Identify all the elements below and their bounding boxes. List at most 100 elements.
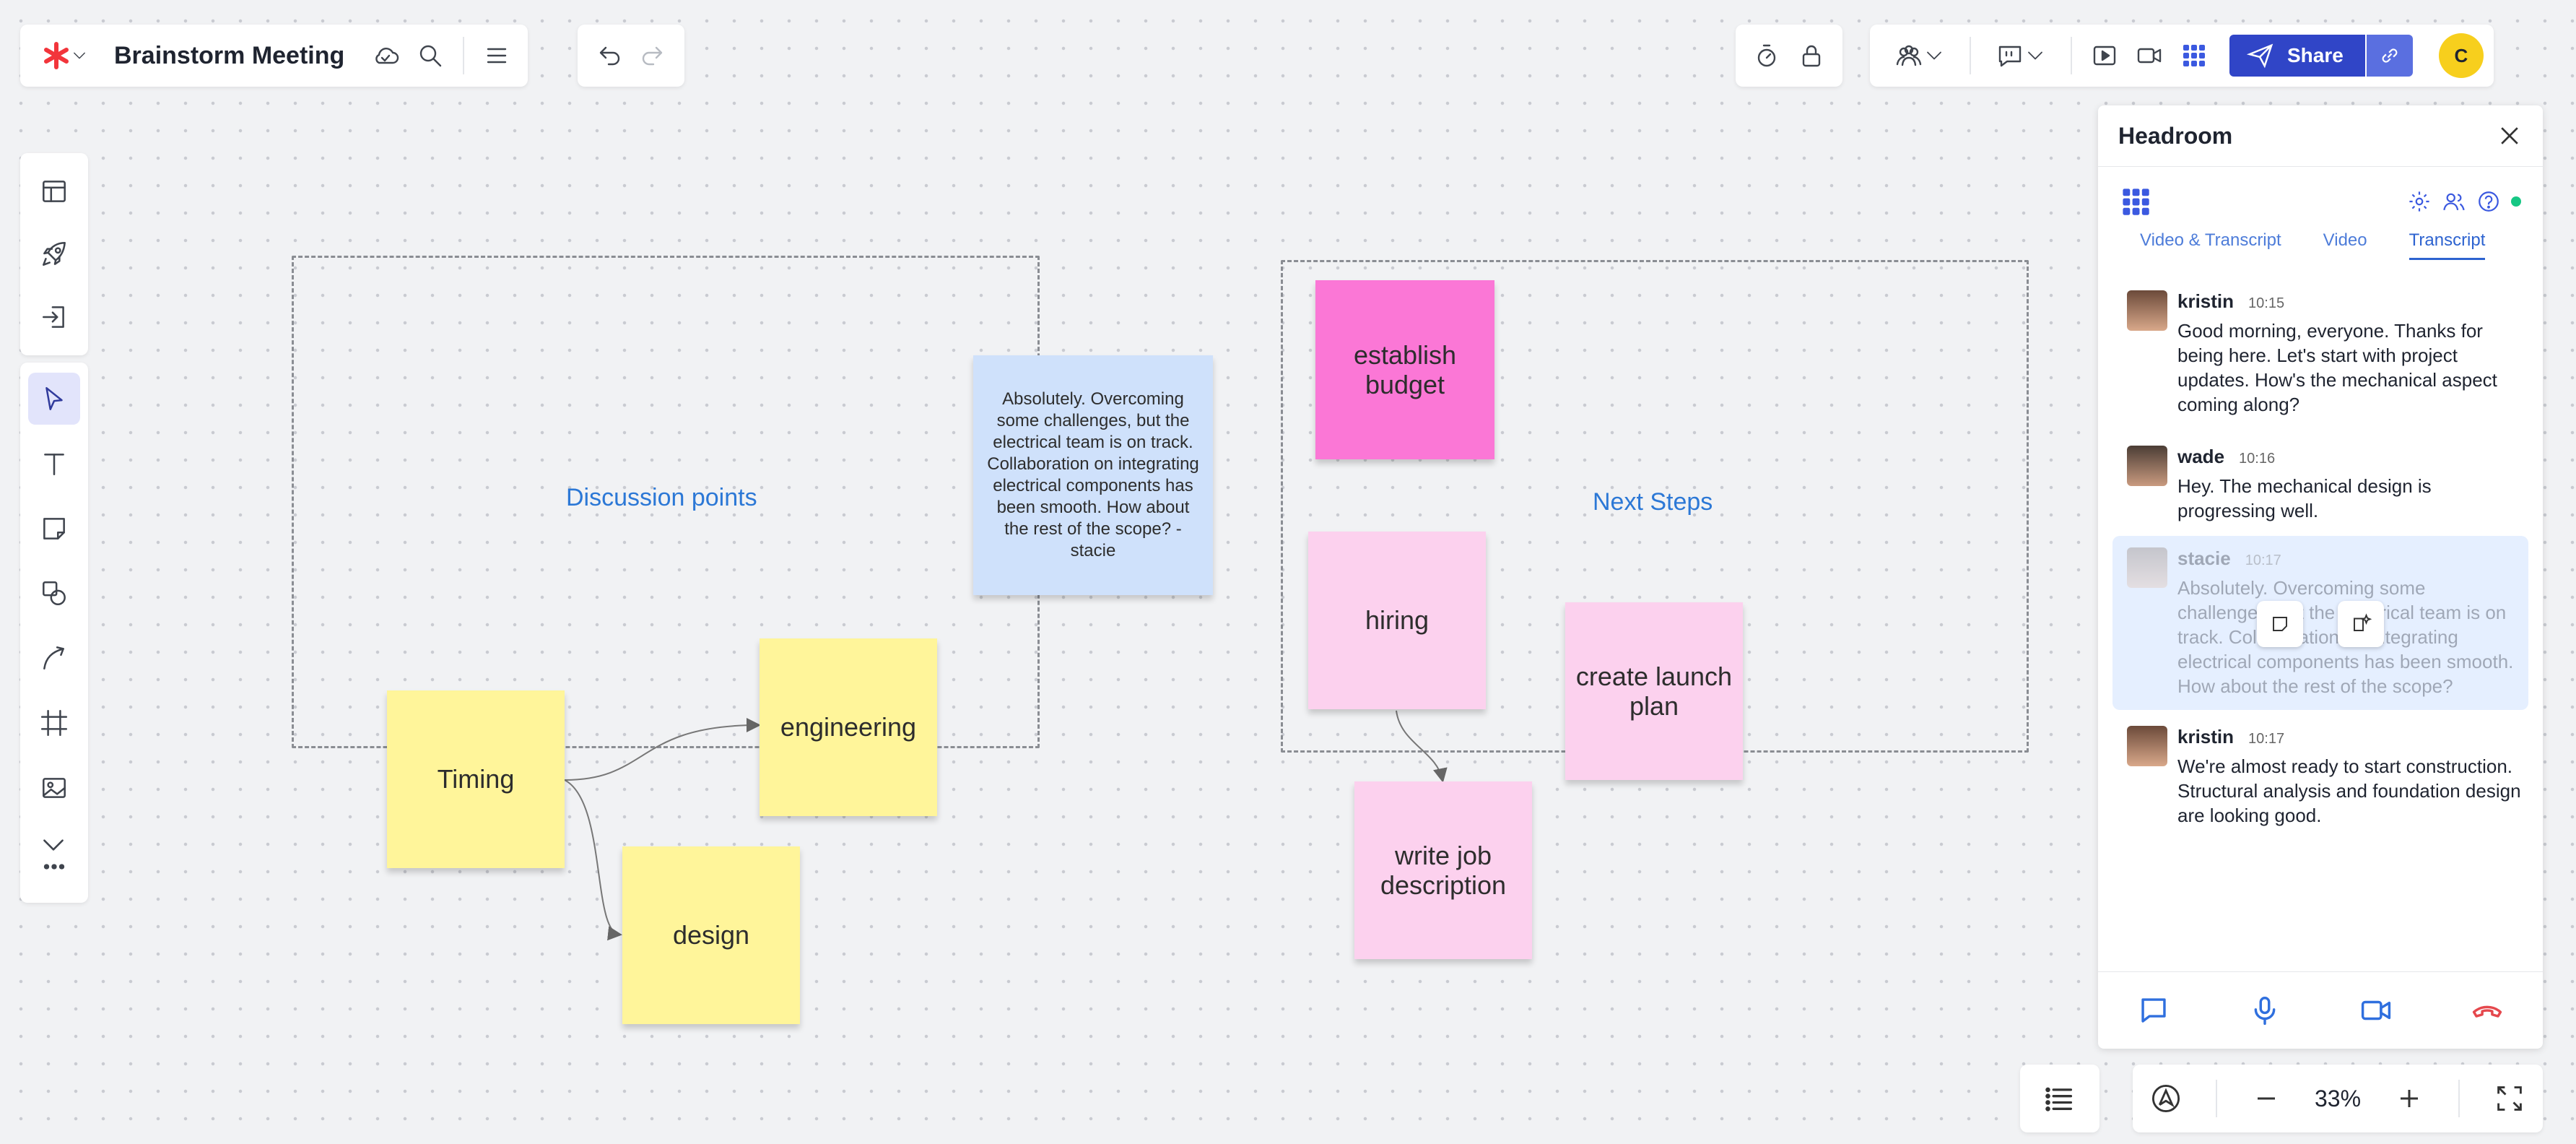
- frame-tool[interactable]: [28, 697, 80, 749]
- sticky-note[interactable]: Timing: [387, 690, 565, 868]
- panel-title: Headroom: [2118, 122, 2233, 149]
- microphone-icon[interactable]: [2248, 994, 2281, 1027]
- sticky-note[interactable]: create launch plan: [1565, 602, 1743, 780]
- avatar: [2127, 726, 2167, 766]
- video-button[interactable]: [2127, 33, 2172, 78]
- zoom-in-icon[interactable]: [2395, 1084, 2424, 1113]
- divider: [2216, 1080, 2218, 1117]
- present-button[interactable]: [2082, 33, 2127, 78]
- history-controls: [578, 25, 684, 87]
- lock-icon: [1802, 45, 1821, 67]
- speaker-name: kristin: [2177, 290, 2235, 312]
- collapse-toolbar[interactable]: [27, 819, 79, 871]
- message-time: 10:17: [2245, 552, 2281, 568]
- chevron-down-icon: [74, 52, 85, 59]
- sticky-tool[interactable]: [28, 503, 80, 555]
- ai-sticky-button[interactable]: [2338, 601, 2384, 647]
- status-online-dot: [2511, 196, 2521, 207]
- apps-grid-icon: [2183, 45, 2205, 66]
- navigation-icon[interactable]: [2150, 1083, 2182, 1114]
- close-icon[interactable]: [2497, 123, 2523, 149]
- comments-button[interactable]: [1981, 33, 2061, 78]
- participants-icon[interactable]: [2442, 189, 2466, 214]
- tab-video-transcript[interactable]: Video & Transcript: [2140, 230, 2281, 250]
- hang-up-icon[interactable]: [2471, 994, 2504, 1027]
- zoom-level[interactable]: 33%: [2314, 1085, 2362, 1112]
- search-icon: [420, 45, 442, 67]
- collaborators-button[interactable]: [1880, 33, 1959, 78]
- templates-tool[interactable]: [28, 165, 80, 217]
- text-icon: [44, 453, 64, 475]
- share-button[interactable]: Share: [2229, 35, 2365, 77]
- board-header: Brainstorm Meeting: [20, 25, 528, 87]
- redo-button[interactable]: [631, 33, 676, 78]
- copy-link-button[interactable]: [2366, 35, 2413, 77]
- apps-button[interactable]: [2172, 33, 2216, 78]
- panel-toolbar: [2098, 167, 2543, 217]
- fit-to-screen-icon[interactable]: [2494, 1083, 2525, 1114]
- message-text: We're almost ready to start construction…: [2177, 755, 2521, 826]
- headroom-panel: Headroom Video & Transcript Video Transc…: [2098, 105, 2543, 1049]
- chat-icon[interactable]: [2137, 994, 2170, 1027]
- cloud-check-icon: [375, 48, 399, 64]
- menu-icon: [487, 48, 507, 64]
- avatar: [2127, 290, 2167, 331]
- avatar-initial: C: [2454, 44, 2468, 66]
- text-tool[interactable]: [28, 438, 80, 490]
- connector-tool[interactable]: [28, 632, 80, 684]
- shapes-icon: [43, 581, 66, 606]
- sticky-note[interactable]: engineering: [760, 638, 937, 816]
- select-tool[interactable]: [28, 373, 80, 425]
- asterisk-logo-icon: [44, 42, 69, 69]
- image-tool[interactable]: [28, 762, 80, 814]
- list-icon: [2045, 1087, 2073, 1112]
- more-tools[interactable]: [28, 841, 80, 893]
- help-icon[interactable]: [2476, 189, 2501, 214]
- launch-tool[interactable]: [28, 228, 80, 280]
- settings-gear-icon[interactable]: [2407, 189, 2432, 214]
- message-time: 10:17: [2248, 731, 2285, 747]
- speaker-name: kristin: [2177, 726, 2235, 748]
- sticky-note[interactable]: write job description: [1354, 781, 1532, 959]
- tab-transcript[interactable]: Transcript: [2409, 230, 2486, 260]
- undo-icon: [599, 46, 620, 66]
- zoom-out-icon[interactable]: [2252, 1084, 2281, 1113]
- panel-tabs: Video & Transcript Video Transcript: [2098, 230, 2543, 260]
- board-title[interactable]: Brainstorm Meeting: [114, 41, 345, 69]
- cloud-sync-button[interactable]: [363, 33, 408, 78]
- left-toolbar-main: [20, 363, 88, 903]
- video-camera-icon[interactable]: [2359, 994, 2393, 1027]
- menu-button[interactable]: [474, 33, 519, 78]
- sticky-note[interactable]: establish budget: [1315, 280, 1494, 459]
- lock-button[interactable]: [1789, 33, 1834, 78]
- outline-toggle[interactable]: [2020, 1065, 2099, 1132]
- more-horizontal-icon: [43, 864, 65, 870]
- user-avatar[interactable]: C: [2438, 33, 2484, 78]
- image-icon: [43, 777, 66, 798]
- play-square-icon: [2093, 46, 2116, 66]
- search-button[interactable]: [408, 33, 453, 78]
- app-menu-button[interactable]: [29, 33, 101, 78]
- undo-button[interactable]: [586, 33, 631, 78]
- add-sticky-button[interactable]: [2257, 601, 2303, 647]
- avatar: [2127, 446, 2167, 486]
- quote-bubble-icon: [1998, 46, 2022, 67]
- sticky-note[interactable]: Absolutely. Overcoming some challenges, …: [973, 355, 1213, 595]
- shapes-tool[interactable]: [28, 567, 80, 619]
- tab-video[interactable]: Video: [2323, 230, 2367, 250]
- apps-grid-icon[interactable]: [2120, 186, 2151, 217]
- send-icon: [2247, 43, 2273, 69]
- sticky-note[interactable]: design: [622, 846, 800, 1024]
- layout-icon: [43, 181, 66, 203]
- timer-button[interactable]: [1744, 33, 1789, 78]
- sticky-note[interactable]: hiring: [1308, 532, 1486, 709]
- import-tool[interactable]: [28, 291, 80, 343]
- message-time: 10:16: [2239, 451, 2276, 467]
- share-label: Share: [2287, 44, 2344, 66]
- sticky-note-icon: [2273, 617, 2287, 631]
- import-icon: [43, 306, 64, 328]
- divider: [1970, 37, 1971, 74]
